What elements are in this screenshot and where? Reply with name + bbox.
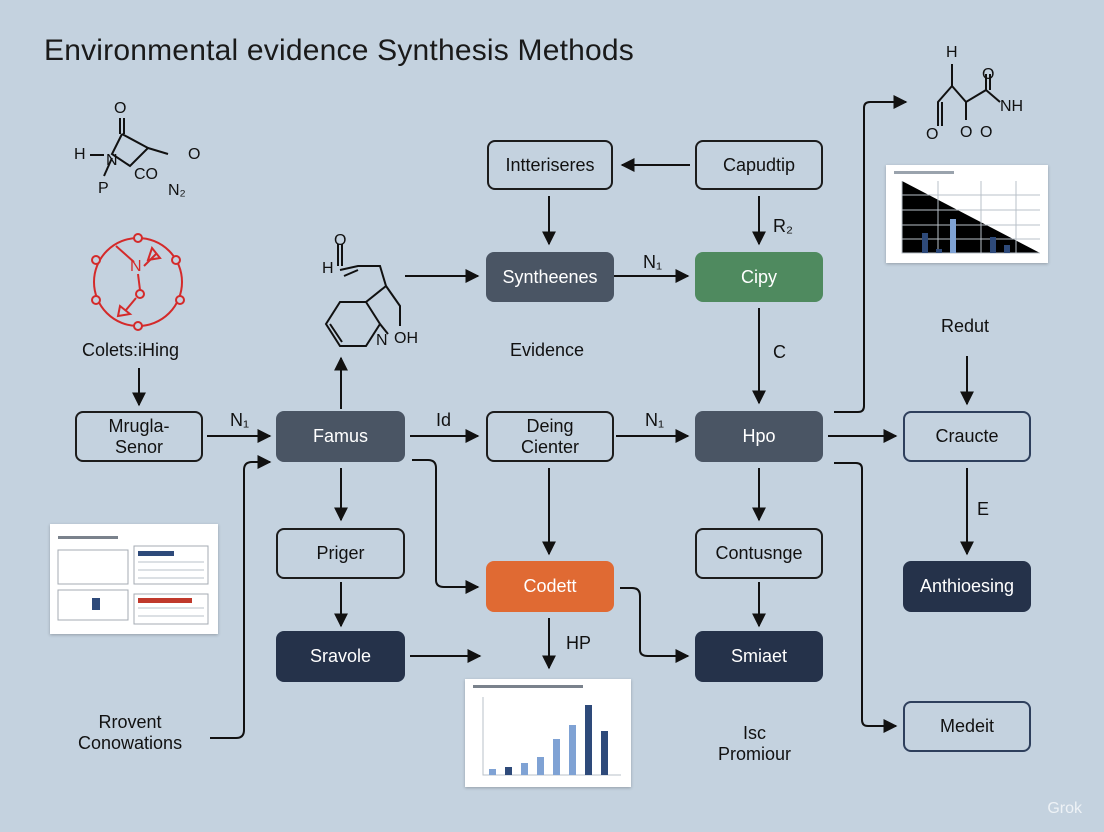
node-priger[interactable]: Priger [276,528,405,579]
node-codett[interactable]: Codett [486,561,614,612]
node-cipy[interactable]: Cipy [695,252,823,302]
node-deing-cienter[interactable]: Deing Cienter [486,411,614,462]
label-n1-left: N₁ [230,410,250,430]
node-interiserses[interactable]: Intteriseres [487,140,613,190]
thumbnail-form-left [50,524,218,634]
node-capudtip[interactable]: Capudtip [695,140,823,190]
label-evidence: Evidence [510,340,585,360]
chem-red-ring: N [86,228,192,336]
label-n1-top: N₁ [643,252,663,272]
diagram-title: Environmental evidence Synthesis Methods [44,34,634,67]
node-syntheenes[interactable]: Syntheenes [486,252,614,302]
label-c: C [773,342,786,362]
thumbnail-chart-bottom [465,679,631,787]
arrow-rrovent-to-famus [210,455,272,739]
arrow-famus-to-codett [412,459,480,594]
node-famus[interactable]: Famus [276,411,405,462]
watermark: Grok [1047,800,1082,817]
arrow-hpo-to-top-right [834,95,908,413]
label-redut: Redut [941,316,990,336]
node-sravole[interactable]: Sravole [276,631,405,682]
chem-structure-center: O H N OH [322,232,418,349]
node-smiaet[interactable]: Smiaet [695,631,823,682]
arrow-codett-to-smiaet [620,587,690,663]
thumbnail-chart-top-right [886,165,1048,263]
label-r2: R₂ [773,216,793,236]
label-hp: HP [566,633,592,653]
chem-structure-top-left: O H N P CO N₂ O [74,100,201,199]
label-e: E [977,499,990,519]
node-craucte[interactable]: Craucte [903,411,1031,462]
label-n1-mid: N₁ [645,410,665,430]
node-contusnge[interactable]: Contusnge [695,528,823,579]
label-colets: Colets:iHing [82,340,180,360]
node-anthioesing[interactable]: Anthioesing [903,561,1031,612]
label-id: Id [436,410,452,430]
arrow-hpo-to-medeit [834,462,898,733]
node-mrugla-senor[interactable]: Mrugla- Senor [75,411,203,462]
label-rrovent: Rrovent Conowations [78,712,183,753]
label-isc: Isc Promiour [718,723,792,764]
chem-structure-top-right: H O NH O O O [926,44,1024,143]
node-medeit[interactable]: Medeit [903,701,1031,752]
node-hpo[interactable]: Hpo [695,411,823,462]
